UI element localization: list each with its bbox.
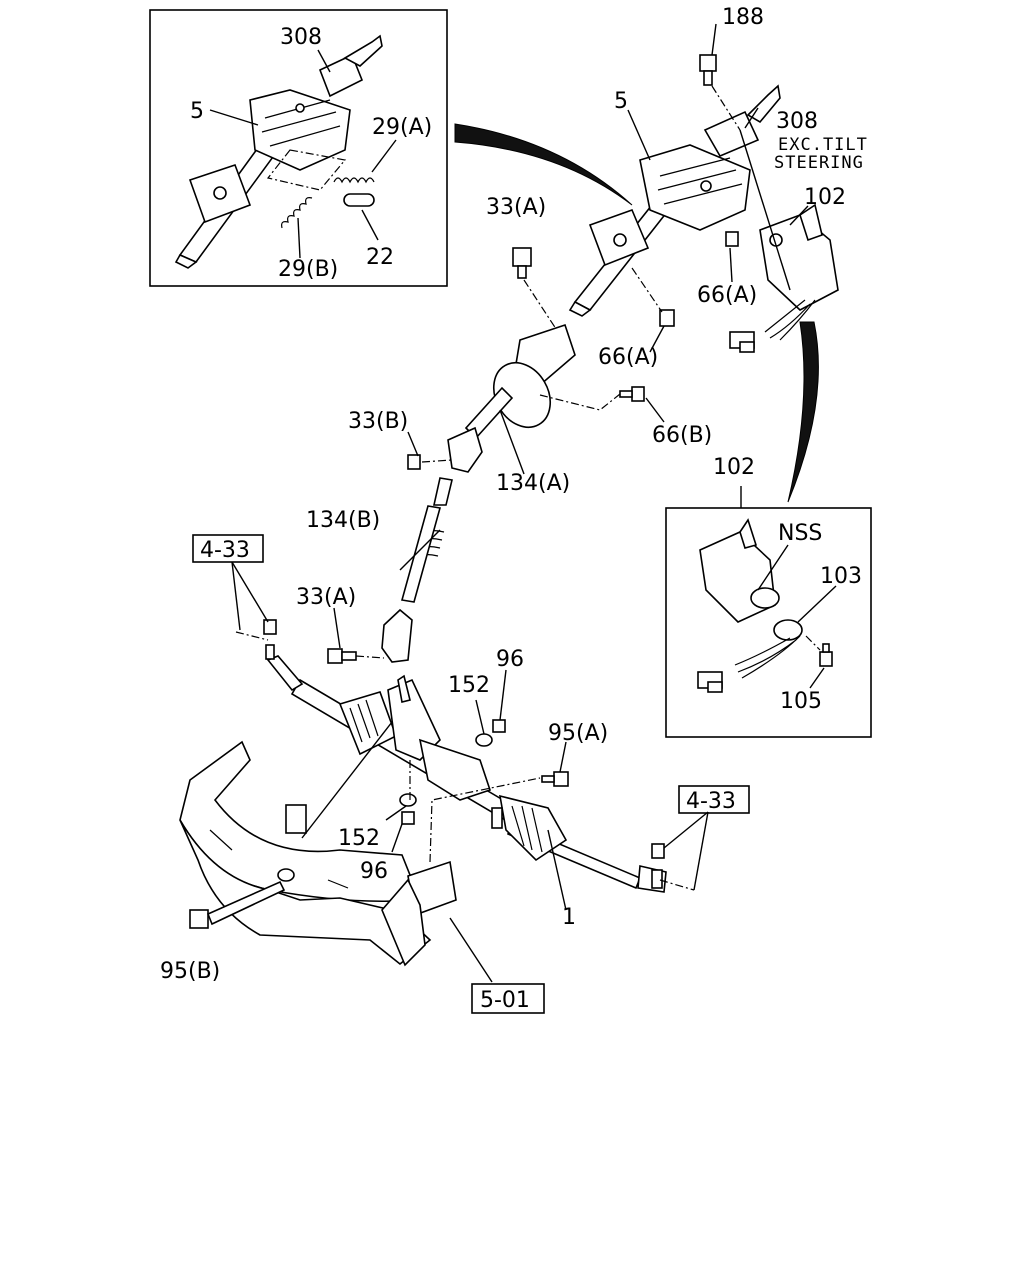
label-102-main: 102 <box>804 185 846 210</box>
label-96-top: 96 <box>496 647 524 672</box>
crossmember-drawing <box>179 740 457 967</box>
label-66b: 66(B) <box>652 423 712 448</box>
label-66a-mid: 66(A) <box>598 345 658 370</box>
inset-ignition-switch: 102 NSS 103 105 <box>665 455 872 738</box>
label-95b: 95(B) <box>160 959 220 984</box>
steering-gear-1-drawing <box>266 655 667 893</box>
label-5-main: 5 <box>614 89 628 114</box>
note-steering: STEERING <box>774 153 864 173</box>
column-drawing <box>568 84 781 317</box>
bolt-188-drawing <box>699 54 717 86</box>
shaft-134b-drawing <box>381 477 453 663</box>
ref-box-4-33-left <box>192 534 264 563</box>
label-66a-right: 66(A) <box>697 283 757 308</box>
bolt-66a-right-drawing <box>725 231 739 247</box>
bolt-95b-drawing <box>189 880 286 929</box>
intermediate-shaft: 33(B) 134(A) 134(B) 33(A) <box>296 323 665 664</box>
spring-29a-drawing <box>333 177 375 184</box>
rack-assembly: 4-33 4-33 5-01 152 96 95(A) 152 96 1 95(… <box>160 534 750 1014</box>
bolt-33a-low-drawing <box>327 648 357 664</box>
label-22: 22 <box>366 245 394 270</box>
bolt-95a-drawing <box>541 771 569 787</box>
ref-box-4-33-right <box>678 785 750 814</box>
label-33b: 33(B) <box>348 409 408 434</box>
label-96-low: 96 <box>360 859 388 884</box>
label-1: 1 <box>562 905 576 930</box>
inset-frame <box>149 9 448 287</box>
label-308-inset: 308 <box>280 25 322 50</box>
tie-rod-end-left-drawing <box>263 619 277 660</box>
label-102-right: 102 <box>713 455 755 480</box>
bolt-66b-drawing <box>619 386 645 402</box>
inset-tilt-column: 308 5 29(A) 29(B) 22 <box>149 9 448 287</box>
main-steering-column: 188 5 308 EXC.TILT STEERING 102 33(A) 66… <box>486 5 868 448</box>
label-33a-low: 33(A) <box>296 585 356 610</box>
label-5-inset: 5 <box>190 99 204 124</box>
shaft-134a-drawing <box>447 323 576 473</box>
ignition-switch-102-drawing <box>729 203 839 353</box>
label-308-main: 308 <box>776 109 818 134</box>
label-29a: 29(A) <box>372 115 432 140</box>
bolt-33b-drawing <box>407 454 421 470</box>
reference-arrow-top <box>454 123 633 206</box>
ref-4-33-right: 4-33 <box>686 789 736 814</box>
label-134b: 134(B) <box>306 508 380 533</box>
nut-96-top-drawing <box>492 719 506 733</box>
label-152-top: 152 <box>448 673 490 698</box>
nut-96-low-drawing <box>401 811 415 825</box>
label-105: 105 <box>780 689 822 714</box>
reference-arrow-right <box>787 321 819 503</box>
label-33a-top: 33(A) <box>486 195 546 220</box>
spring-29b-drawing <box>281 197 313 229</box>
label-nss: NSS <box>778 521 822 546</box>
label-134a: 134(A) <box>496 471 570 496</box>
washer-152-top-drawing <box>475 733 493 747</box>
inset-frame-right <box>665 507 872 738</box>
ignition-switch-drawing <box>697 518 833 693</box>
tie-rod-end-right-drawing <box>651 843 665 889</box>
label-29b: 29(B) <box>278 257 338 282</box>
ref-box-5-01 <box>471 983 545 1014</box>
bolt-33a-top-drawing <box>512 247 532 279</box>
note-exc-tilt: EXC.TILT <box>778 135 868 155</box>
ref-4-33-left: 4-33 <box>200 538 250 563</box>
bolt-66a-mid-drawing <box>659 309 675 327</box>
washer-152-low-drawing <box>399 793 417 807</box>
label-103: 103 <box>820 564 862 589</box>
inset-steering-column-drawing <box>174 34 383 269</box>
ring-22-drawing <box>343 193 375 207</box>
label-152-low: 152 <box>338 826 380 851</box>
label-95a: 95(A) <box>548 721 608 746</box>
label-188: 188 <box>722 5 764 30</box>
ref-5-01: 5-01 <box>480 988 530 1013</box>
